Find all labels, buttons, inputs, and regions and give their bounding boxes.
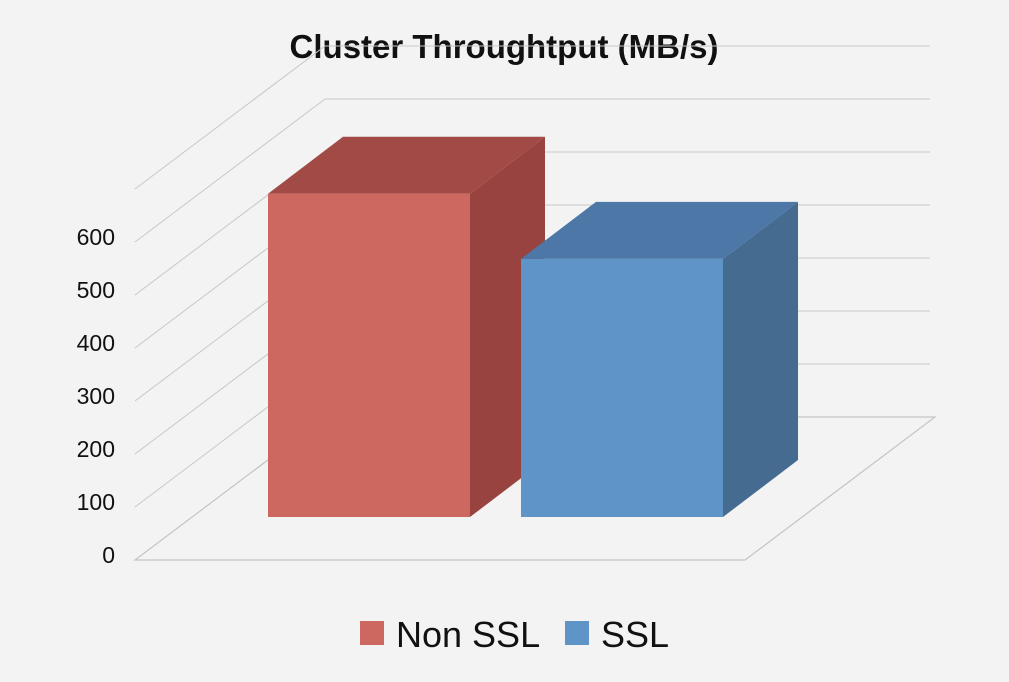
legend-item: Non SSL bbox=[360, 614, 540, 655]
bar-top bbox=[521, 201, 798, 259]
gridline bbox=[134, 45, 930, 190]
gridline bbox=[134, 98, 930, 243]
legend-label: SSL bbox=[601, 614, 669, 655]
bar-1 bbox=[268, 136, 545, 517]
bar-front bbox=[268, 193, 470, 517]
legend-swatch bbox=[360, 621, 384, 645]
bars bbox=[268, 136, 798, 517]
bar-side bbox=[723, 201, 798, 517]
legend: Non SSL SSL bbox=[360, 614, 669, 655]
legend-label: Non SSL bbox=[396, 614, 540, 655]
bar-front bbox=[521, 258, 723, 517]
chart-floor bbox=[133, 416, 937, 561]
y-tick-label: 200 bbox=[77, 436, 115, 462]
y-tick-label: 0 bbox=[102, 542, 115, 568]
y-axis-ticks: 0 100 200 300 400 500 600 bbox=[77, 224, 115, 568]
bar-top bbox=[268, 136, 545, 194]
floor-outline bbox=[133, 416, 937, 561]
legend-swatch bbox=[565, 621, 589, 645]
legend-item: SSL bbox=[565, 614, 669, 655]
y-tick-label: 100 bbox=[77, 489, 115, 515]
y-tick-label: 400 bbox=[77, 330, 115, 356]
y-tick-label: 500 bbox=[77, 277, 115, 303]
y-tick-label: 300 bbox=[77, 383, 115, 409]
y-tick-label: 600 bbox=[77, 224, 115, 250]
bar-2 bbox=[521, 201, 798, 517]
